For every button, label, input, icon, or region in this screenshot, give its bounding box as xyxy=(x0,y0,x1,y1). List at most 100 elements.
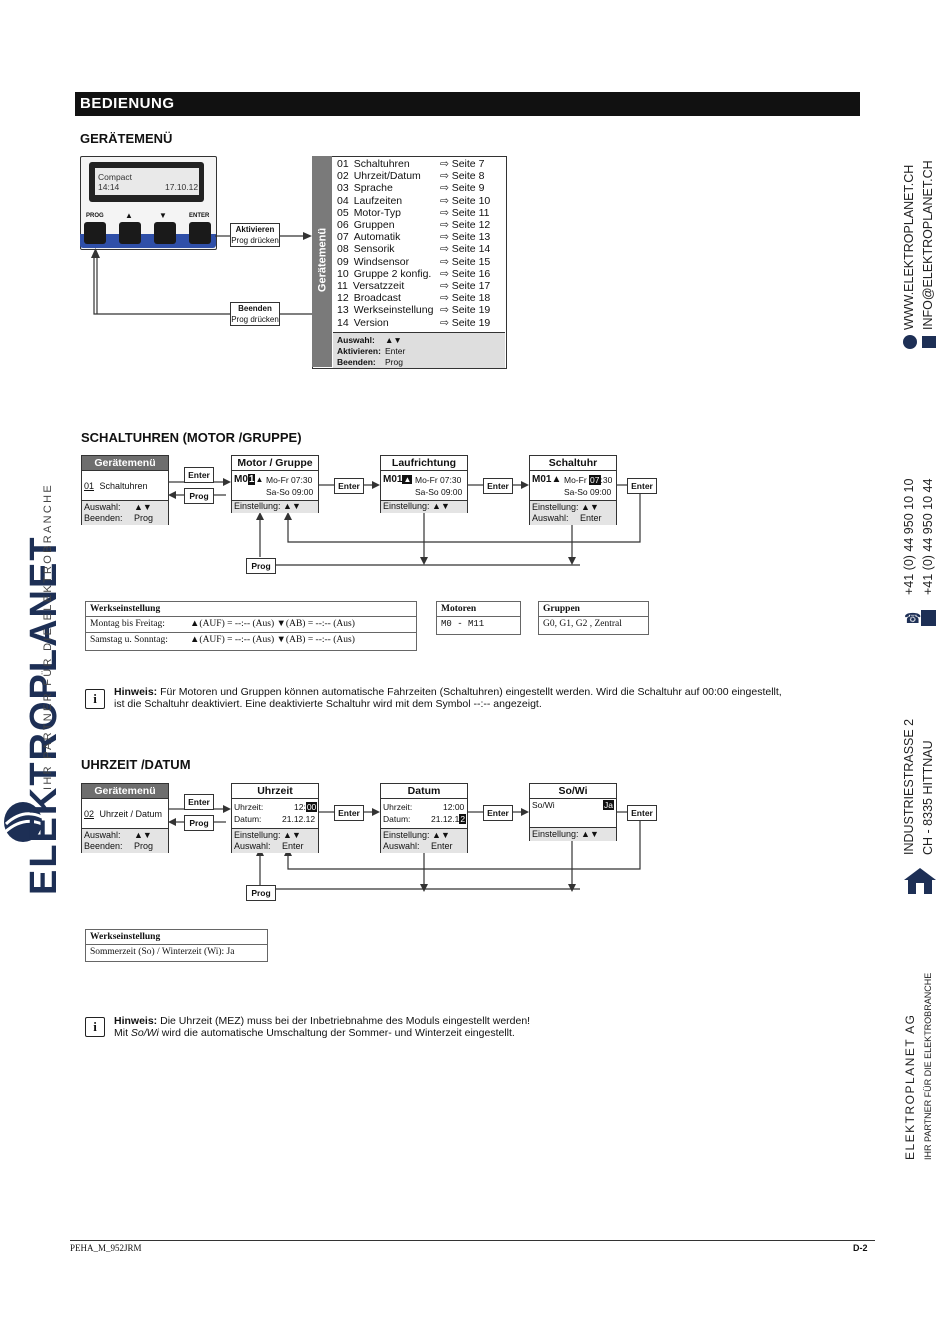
info-icon: i xyxy=(85,689,105,709)
footer-val-beenden: Prog xyxy=(385,357,403,367)
werks-row-2-value: ▲(AUF) = --:-- (Aus) ▼(AB) = --:-- (Aus) xyxy=(190,635,355,645)
uhrzeit-l1-val: 12:00 xyxy=(294,802,318,813)
enter-button-4[interactable]: Enter xyxy=(627,478,657,494)
menu-item-label: Laufzeiten xyxy=(353,194,403,207)
laufrichtung-arrow-selected: ▲ xyxy=(402,475,413,484)
footer-key-aktivieren: Aktivieren: xyxy=(337,346,381,356)
uhrzeit-title: Uhrzeit xyxy=(232,784,318,799)
schaltuhr-line1-pre: Mo-Fr xyxy=(564,475,590,485)
enter-button-7[interactable]: Enter xyxy=(483,805,513,821)
info-icon-2: i xyxy=(85,1017,105,1037)
lcd-date: 17.10.12 xyxy=(165,182,199,192)
laufrichtung-foot-text: Einstellung: ▲▼ xyxy=(383,501,450,511)
motor-foot-text: Einstellung: ▲▼ xyxy=(234,501,301,511)
motor-id-prefix: M0 xyxy=(234,474,248,485)
menu-item-page-ref: ⇨ Seite 19 xyxy=(440,304,491,317)
menu-item-page-ref: ⇨ Seite 16 xyxy=(440,267,491,280)
menu-item-number: 01 xyxy=(337,158,349,170)
key-label-prog: PROG xyxy=(86,213,104,219)
laufrichtung-title: Laufrichtung xyxy=(381,456,467,471)
enter-button-6[interactable]: Enter xyxy=(334,805,364,821)
werks2-value: Sommerzeit (So) / Winterzeit (Wi): Ja xyxy=(90,947,235,957)
datum-footer: Einstellung: ▲▼ Auswahl: Enter xyxy=(381,828,467,853)
laufrichtung-footer: Einstellung: ▲▼ xyxy=(381,500,467,513)
motor-up-arrow: ▲ xyxy=(255,475,264,484)
menu-box-label: Schaltuhren xyxy=(99,481,148,491)
menu-item-page-ref: ⇨ Seite 9 xyxy=(440,182,485,195)
menu-box2-item: 02 Uhrzeit / Datum xyxy=(84,809,162,820)
menu-box-item: 01 Schaltuhren xyxy=(84,481,148,492)
page-title: BEDIENUNG xyxy=(80,95,175,112)
menu-item-number: 02 xyxy=(337,170,349,183)
werks-row-1: Montag bis Freitag:▲(AUF) = --:-- (Aus) … xyxy=(86,617,416,633)
key-label-enter: ENTER xyxy=(189,213,210,219)
lcd-time: 14:14 xyxy=(98,182,120,192)
contact-fax: +41 (0) 44 950 10 44 xyxy=(921,479,950,609)
motoren-table: Motoren M0 - M11 xyxy=(436,601,521,635)
menu-box2-foot1-key: Auswahl: xyxy=(84,830,121,840)
motor-id: M01▲ xyxy=(234,474,263,485)
uhrzeit-foot1: Einstellung: ▲▼ xyxy=(234,830,301,840)
up-key[interactable] xyxy=(119,222,141,244)
motor-line1: Mo-Fr 07:30 xyxy=(266,475,313,485)
contact-mail-text: INFO@ELEKTROPLANET.CH xyxy=(921,160,935,330)
menu-box-foot2-val: Prog xyxy=(134,513,154,523)
laufrichtung-id-text: M01 xyxy=(383,474,403,485)
menu-item-number: 13 xyxy=(337,304,349,317)
enter-button[interactable]: Enter xyxy=(184,467,214,483)
prog-button-4[interactable]: Prog xyxy=(246,885,276,901)
prog-key[interactable] xyxy=(84,222,106,244)
uhrzeit-l2-val: 21.12.12 xyxy=(282,814,316,824)
gruppen-table: Gruppen G0, G1, G2 , Zentral xyxy=(538,601,649,635)
callout-end-title: Beenden xyxy=(238,304,272,313)
motor-id-selected: 1 xyxy=(247,474,256,485)
enter-key[interactable] xyxy=(189,222,211,244)
datum-l2-key: Datum: xyxy=(383,814,411,824)
enter-button-3[interactable]: Enter xyxy=(483,478,513,494)
prog-button-2[interactable]: Prog xyxy=(246,558,276,574)
motoren-value: M0 - M11 xyxy=(441,619,485,629)
enter-button-2[interactable]: Enter xyxy=(334,478,364,494)
menu-item-label: Automatik xyxy=(353,231,401,244)
prog-button[interactable]: Prog xyxy=(184,488,214,504)
datum-box: Datum Uhrzeit: 12:00 Datum: 21.12.12 Ein… xyxy=(380,783,468,853)
uhrzeit-foot2-val: Enter xyxy=(282,841,304,851)
enter-button-8[interactable]: Enter xyxy=(627,805,657,821)
globe-icon xyxy=(903,335,917,349)
lcd-line-1: Compact xyxy=(98,172,133,182)
phone-icon: ☎ xyxy=(904,610,922,626)
section-heading-geraetemenu: GERÄTEMENÜ xyxy=(80,131,173,146)
uhrzeit-l1-key: Uhrzeit: xyxy=(234,802,264,812)
menu-item-page-ref: ⇨ Seite 14 xyxy=(440,243,491,256)
uhrzeit-foot2-key: Auswahl: xyxy=(234,841,271,851)
callout-activate-title: Aktivieren xyxy=(235,225,275,234)
contact-phone-text: +41 (0) 44 950 10 10 xyxy=(902,478,916,595)
menu-item-number: 06 xyxy=(337,219,349,231)
motor-gruppe-title: Motor / Gruppe xyxy=(232,456,318,471)
menu-item-page-ref: ⇨ Seite 15 xyxy=(440,255,491,268)
enter-button-5[interactable]: Enter xyxy=(184,794,214,810)
key-label-down: ▼ xyxy=(159,211,167,220)
contact-city-text: CH - 8335 HITTNAU xyxy=(921,740,935,855)
down-key[interactable] xyxy=(154,222,176,244)
werks-row-1-value: ▲(AUF) = --:-- (Aus) ▼(AB) = --:-- (Aus) xyxy=(190,619,355,629)
uhrzeit-l1-pre: 12: xyxy=(294,802,306,812)
menu-item-label: Gruppe 2 konfig. xyxy=(353,267,432,280)
contact-web-text: WWW.ELEKTROPLANET.CH xyxy=(902,164,916,330)
prog-button-3[interactable]: Prog xyxy=(184,815,214,831)
